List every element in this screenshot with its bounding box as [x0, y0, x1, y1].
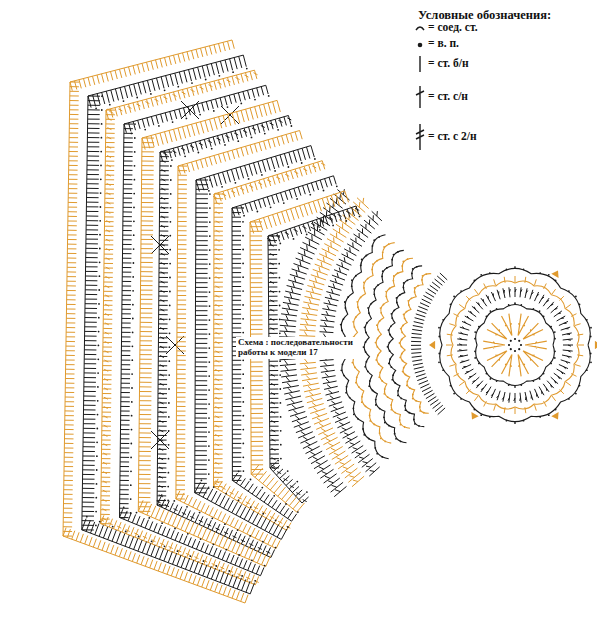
legend-text: = в. п.	[428, 37, 459, 49]
chain-dots	[474, 302, 556, 387]
chain-symbol	[418, 43, 423, 48]
center-ring	[508, 338, 522, 352]
legend-text: = ст. б/н	[428, 57, 469, 69]
round-arc-ring	[451, 281, 579, 409]
fan-sc-row	[411, 273, 447, 415]
slip-stitch-symbol	[416, 27, 424, 30]
dc-symbol	[416, 86, 424, 108]
chart-caption: Схема : последовательности работы к моде…	[236, 337, 358, 359]
legend-text: = соед. ст.	[428, 21, 478, 33]
stitch-row	[63, 40, 248, 603]
sc-symbol	[419, 56, 420, 72]
chain-row	[123, 95, 270, 567]
stitch-row	[138, 100, 280, 566]
stitch-row	[120, 85, 269, 575]
round-dc-row	[457, 287, 573, 403]
legend-text: = ст. с 2/н	[428, 130, 477, 142]
fan-mesh-ring	[352, 243, 395, 444]
fan-mesh-ring	[388, 266, 424, 427]
chain-loop-ring	[476, 304, 555, 385]
center-petals	[483, 314, 547, 377]
tr-symbol	[416, 124, 424, 150]
start-arrow	[429, 271, 597, 420]
fan-mesh-ring	[364, 250, 406, 442]
fan-mesh-ring	[376, 258, 413, 428]
legend-symbols	[416, 27, 424, 150]
chain-row	[86, 68, 256, 582]
legend-text: = ст. с/н	[428, 90, 468, 102]
stitch-row	[82, 55, 255, 594]
round-outer-ring	[440, 268, 591, 421]
fan-mesh-ring	[400, 274, 431, 414]
stitch-row	[100, 70, 259, 585]
chain-dots	[438, 266, 592, 424]
legend-heading: Условные обозначения:	[418, 8, 551, 23]
round-sc-row	[446, 276, 584, 414]
